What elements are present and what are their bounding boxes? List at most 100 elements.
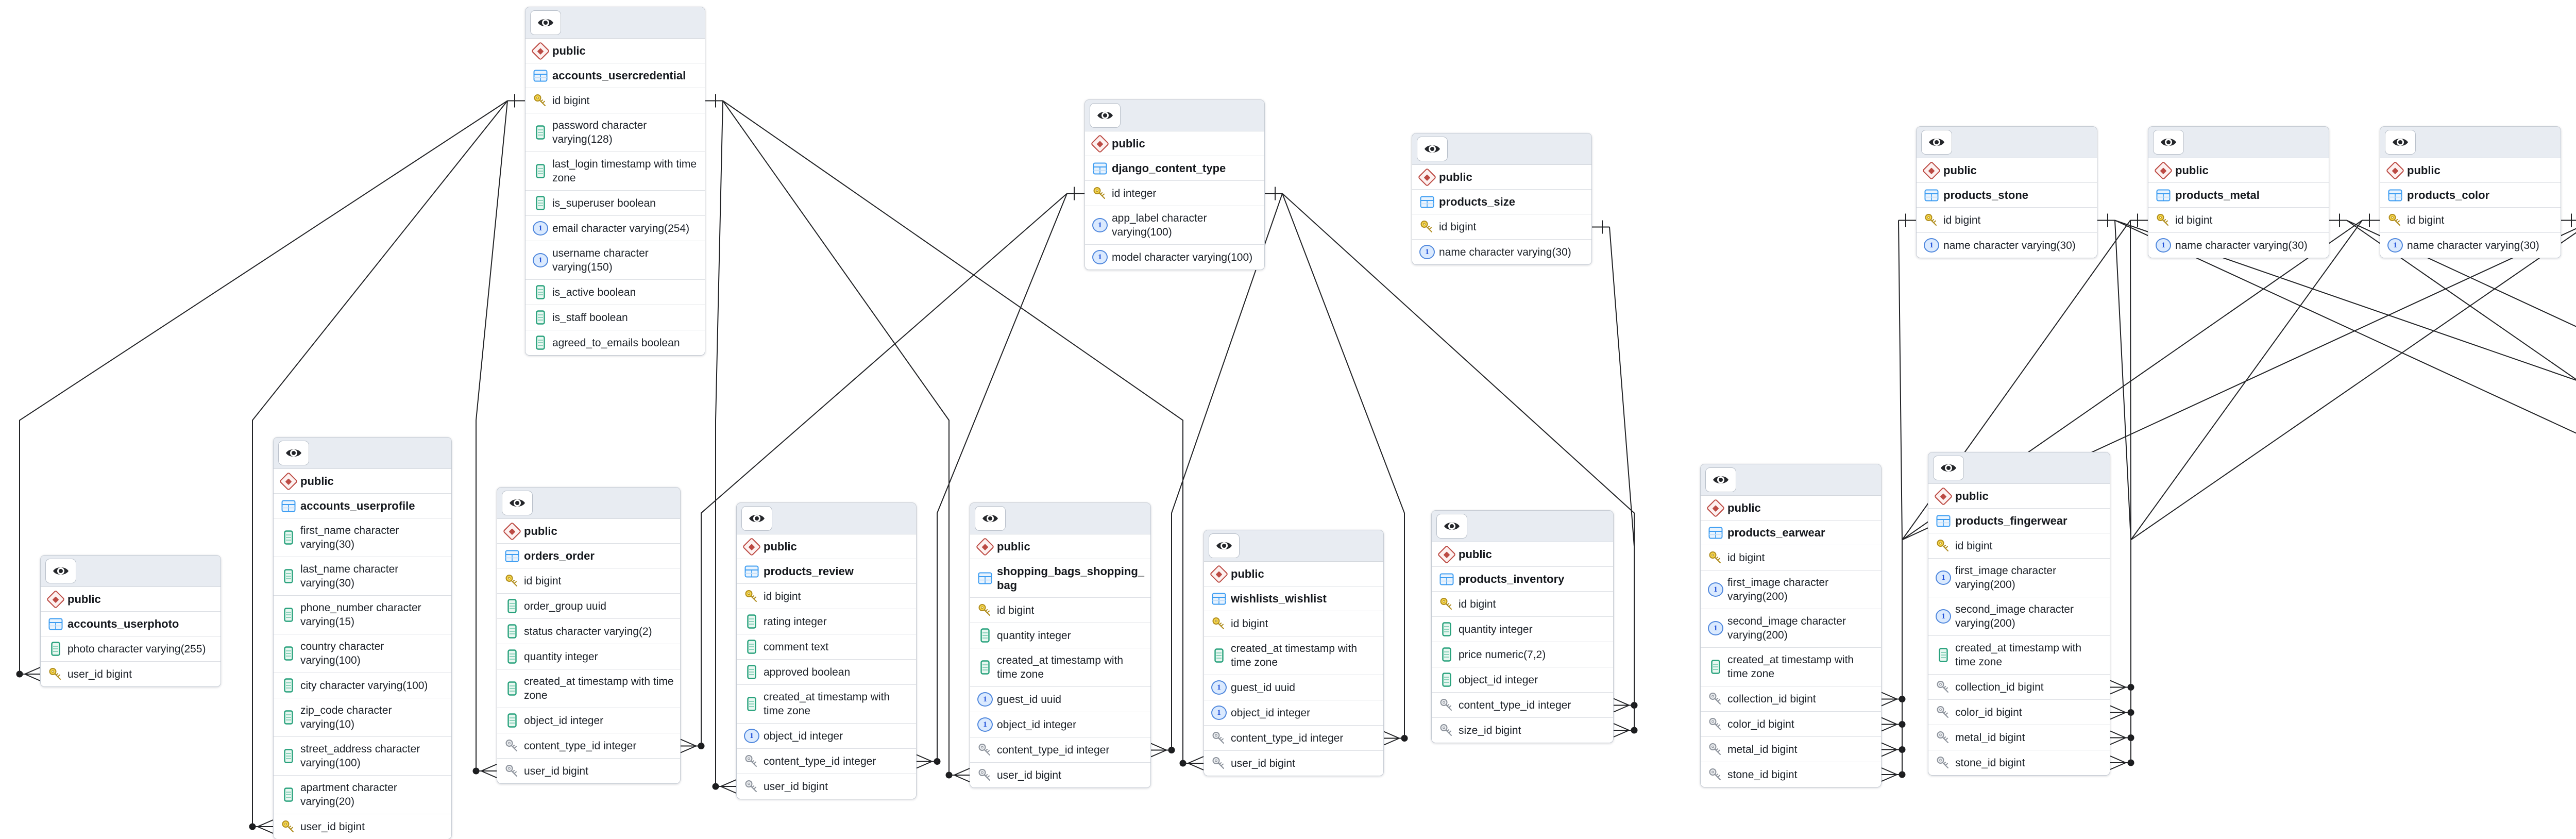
visibility-toggle-button[interactable] xyxy=(741,506,772,531)
visibility-toggle-button[interactable] xyxy=(1933,456,1964,480)
table-name: shopping_bags_shopping_bag xyxy=(997,565,1145,592)
table-name: accounts_userprofile xyxy=(300,499,415,512)
table-name-row: accounts_userphoto xyxy=(41,612,221,636)
column-icon xyxy=(284,569,293,583)
schema-icon xyxy=(2151,161,2175,180)
unique-icon: 1 xyxy=(1092,250,1108,264)
foreign-key-icon xyxy=(1212,732,1224,744)
unique-icon: 1 xyxy=(1211,706,1227,720)
table-name-row: products_stone xyxy=(1917,183,2097,208)
column-row-id: id bigint xyxy=(526,88,705,113)
foreign-key-icon xyxy=(978,744,990,756)
column-label: object_id integer xyxy=(1231,707,1311,719)
schema-icon xyxy=(1704,498,1727,517)
column-row-content_type_id: content_type_id integer xyxy=(737,749,916,774)
column-row-collection_id: collection_id bigint xyxy=(1928,675,2110,700)
card-header xyxy=(274,438,451,469)
card-header xyxy=(1928,452,2110,484)
schema-row: public xyxy=(970,534,1150,559)
column-row-id: id bigint xyxy=(970,598,1150,623)
visibility-toggle-button[interactable] xyxy=(45,559,76,583)
visibility-toggle-button[interactable] xyxy=(278,441,309,465)
column-label: id bigint xyxy=(997,604,1035,616)
schema-icon xyxy=(44,590,67,609)
column-label: comment text xyxy=(764,641,829,653)
visibility-toggle-button[interactable] xyxy=(1436,514,1467,539)
column-icon xyxy=(980,628,990,643)
eye-icon xyxy=(1216,542,1232,550)
visibility-toggle-button[interactable] xyxy=(1417,137,1448,161)
visibility-toggle-button[interactable] xyxy=(1209,533,1240,558)
card-header xyxy=(2148,127,2329,158)
visibility-toggle-button[interactable] xyxy=(1705,467,1736,492)
schema-icon xyxy=(2383,161,2407,180)
schema-name: public xyxy=(67,593,101,606)
column-row-rating: rating integer xyxy=(737,609,916,634)
column-label: status character varying(2) xyxy=(524,625,652,637)
table-card-orders_order[interactable]: public orders_order id bigint o xyxy=(497,487,681,784)
card-header xyxy=(2380,127,2561,158)
unique-icon: 1 xyxy=(1936,609,1951,624)
column-row-created_at: created_at timestamp with time zone xyxy=(970,648,1150,687)
table-name-row: accounts_usercredential xyxy=(526,63,705,88)
schema-icon xyxy=(740,537,764,556)
column-icon xyxy=(536,164,545,178)
column-row-user_id: user_id bigint xyxy=(497,759,680,783)
column-label: user_id bigint xyxy=(764,780,828,793)
column-label: id bigint xyxy=(764,590,801,602)
column-row-is_staff: is_staff boolean xyxy=(526,305,705,330)
table-name: accounts_usercredential xyxy=(552,69,686,82)
card-header xyxy=(737,503,916,534)
table-card-products_inventory[interactable]: public products_inventory id bigint xyxy=(1431,510,1614,743)
visibility-toggle-button[interactable] xyxy=(975,506,1006,531)
table-name-row: products_metal xyxy=(2148,183,2329,208)
table-icon xyxy=(1415,196,1439,208)
column-label: app_label character varying(100) xyxy=(1112,212,1207,238)
table-name: products_size xyxy=(1439,195,1515,208)
visibility-toggle-button[interactable] xyxy=(502,491,533,515)
column-row-collection_id: collection_id bigint xyxy=(1701,686,1881,712)
schema-icon xyxy=(1207,564,1231,583)
primary-key-icon xyxy=(2388,214,2400,226)
column-row-id: id bigint xyxy=(1928,533,2110,559)
column-label: id bigint xyxy=(524,575,562,587)
table-card-accounts_userprofile[interactable]: public accounts_userprofile first_name c… xyxy=(273,437,452,839)
unique-icon: 1 xyxy=(744,729,759,743)
column-label: name character varying(30) xyxy=(2407,239,2539,251)
table-name: wishlists_wishlist xyxy=(1231,592,1327,605)
schema-name: public xyxy=(524,525,557,538)
foreign-key-icon xyxy=(1937,681,1948,693)
visibility-toggle-button[interactable] xyxy=(1090,103,1121,128)
column-label: metal_id bigint xyxy=(1955,731,2025,744)
table-card-accounts_usercredential[interactable]: public accounts_usercredential id bigint xyxy=(525,7,705,356)
table-card-shopping_bags_shopping_bag[interactable]: public shopping_bags_shopping_bag id big… xyxy=(970,502,1151,788)
column-label: id bigint xyxy=(1459,598,1496,610)
visibility-toggle-button[interactable] xyxy=(1921,130,1952,155)
table-card-accounts_userphoto[interactable]: public accounts_userphoto photo characte… xyxy=(40,555,221,687)
schema-row: public xyxy=(1917,158,2097,183)
column-icon xyxy=(747,640,756,654)
visibility-toggle-button[interactable] xyxy=(2153,130,2184,155)
visibility-toggle-button[interactable] xyxy=(2385,130,2416,155)
table-card-wishlists_wishlist[interactable]: public wishlists_wishlist id bigint xyxy=(1204,530,1384,776)
visibility-toggle-button[interactable] xyxy=(530,10,561,35)
schema-name: public xyxy=(1943,164,1977,177)
column-label: id bigint xyxy=(1231,617,1268,630)
primary-key-icon xyxy=(1925,214,1937,226)
table-name-row: wishlists_wishlist xyxy=(1204,586,1383,611)
foreign-key-icon xyxy=(1937,757,1948,768)
table-card-products_review[interactable]: public products_review id bigint xyxy=(736,502,917,799)
eye-icon xyxy=(2161,138,2176,146)
